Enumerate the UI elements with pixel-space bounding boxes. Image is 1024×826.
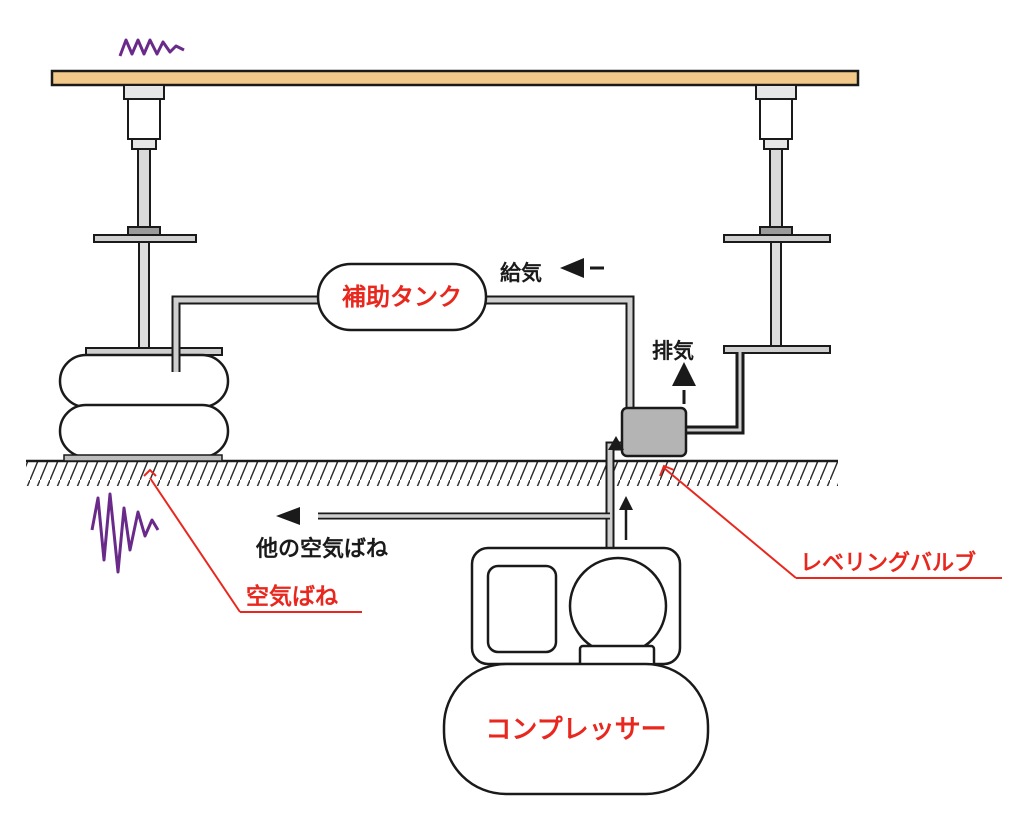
compressor: コンプレッサー (442, 546, 710, 796)
aux-tank-label: 補助タンク (341, 283, 462, 311)
other-springs-indicator: 他の空気ばね (255, 507, 388, 562)
left-column (85, 84, 223, 356)
other-springs-label: 他の空気ばね (255, 536, 388, 562)
vibration-zigzag-icon (118, 38, 185, 57)
right-column (723, 84, 831, 354)
vibration-zigzag-icon (90, 492, 160, 574)
compressor-label: コンプレッサー (485, 715, 666, 745)
air-piping (171, 295, 745, 548)
supply-indicator: 給気 (500, 258, 604, 285)
leveling-valve-annotation: レベリングバルブ (659, 464, 1002, 579)
supply-label: 給気 (500, 261, 542, 285)
flow-arrow-icon (619, 496, 633, 510)
flow-arrow-icon (560, 258, 584, 278)
flow-arrow-icon (608, 436, 624, 450)
leveling-valve (620, 406, 688, 458)
exhaust-indicator: 排気 (652, 339, 696, 404)
compressor-flow (608, 436, 633, 540)
aux-tank: 補助タンク (316, 262, 488, 332)
air-spring-label: 空気ばね (246, 583, 338, 610)
flow-arrow-icon (672, 362, 696, 386)
floor-plate (50, 69, 860, 87)
air-spring-annotation: 空気ばね (143, 468, 362, 613)
air-spring (58, 353, 230, 462)
leveling-valve-label: レベリングバルブ (800, 550, 976, 576)
flow-arrow-icon (276, 507, 300, 525)
exhaust-label: 排気 (652, 339, 694, 363)
